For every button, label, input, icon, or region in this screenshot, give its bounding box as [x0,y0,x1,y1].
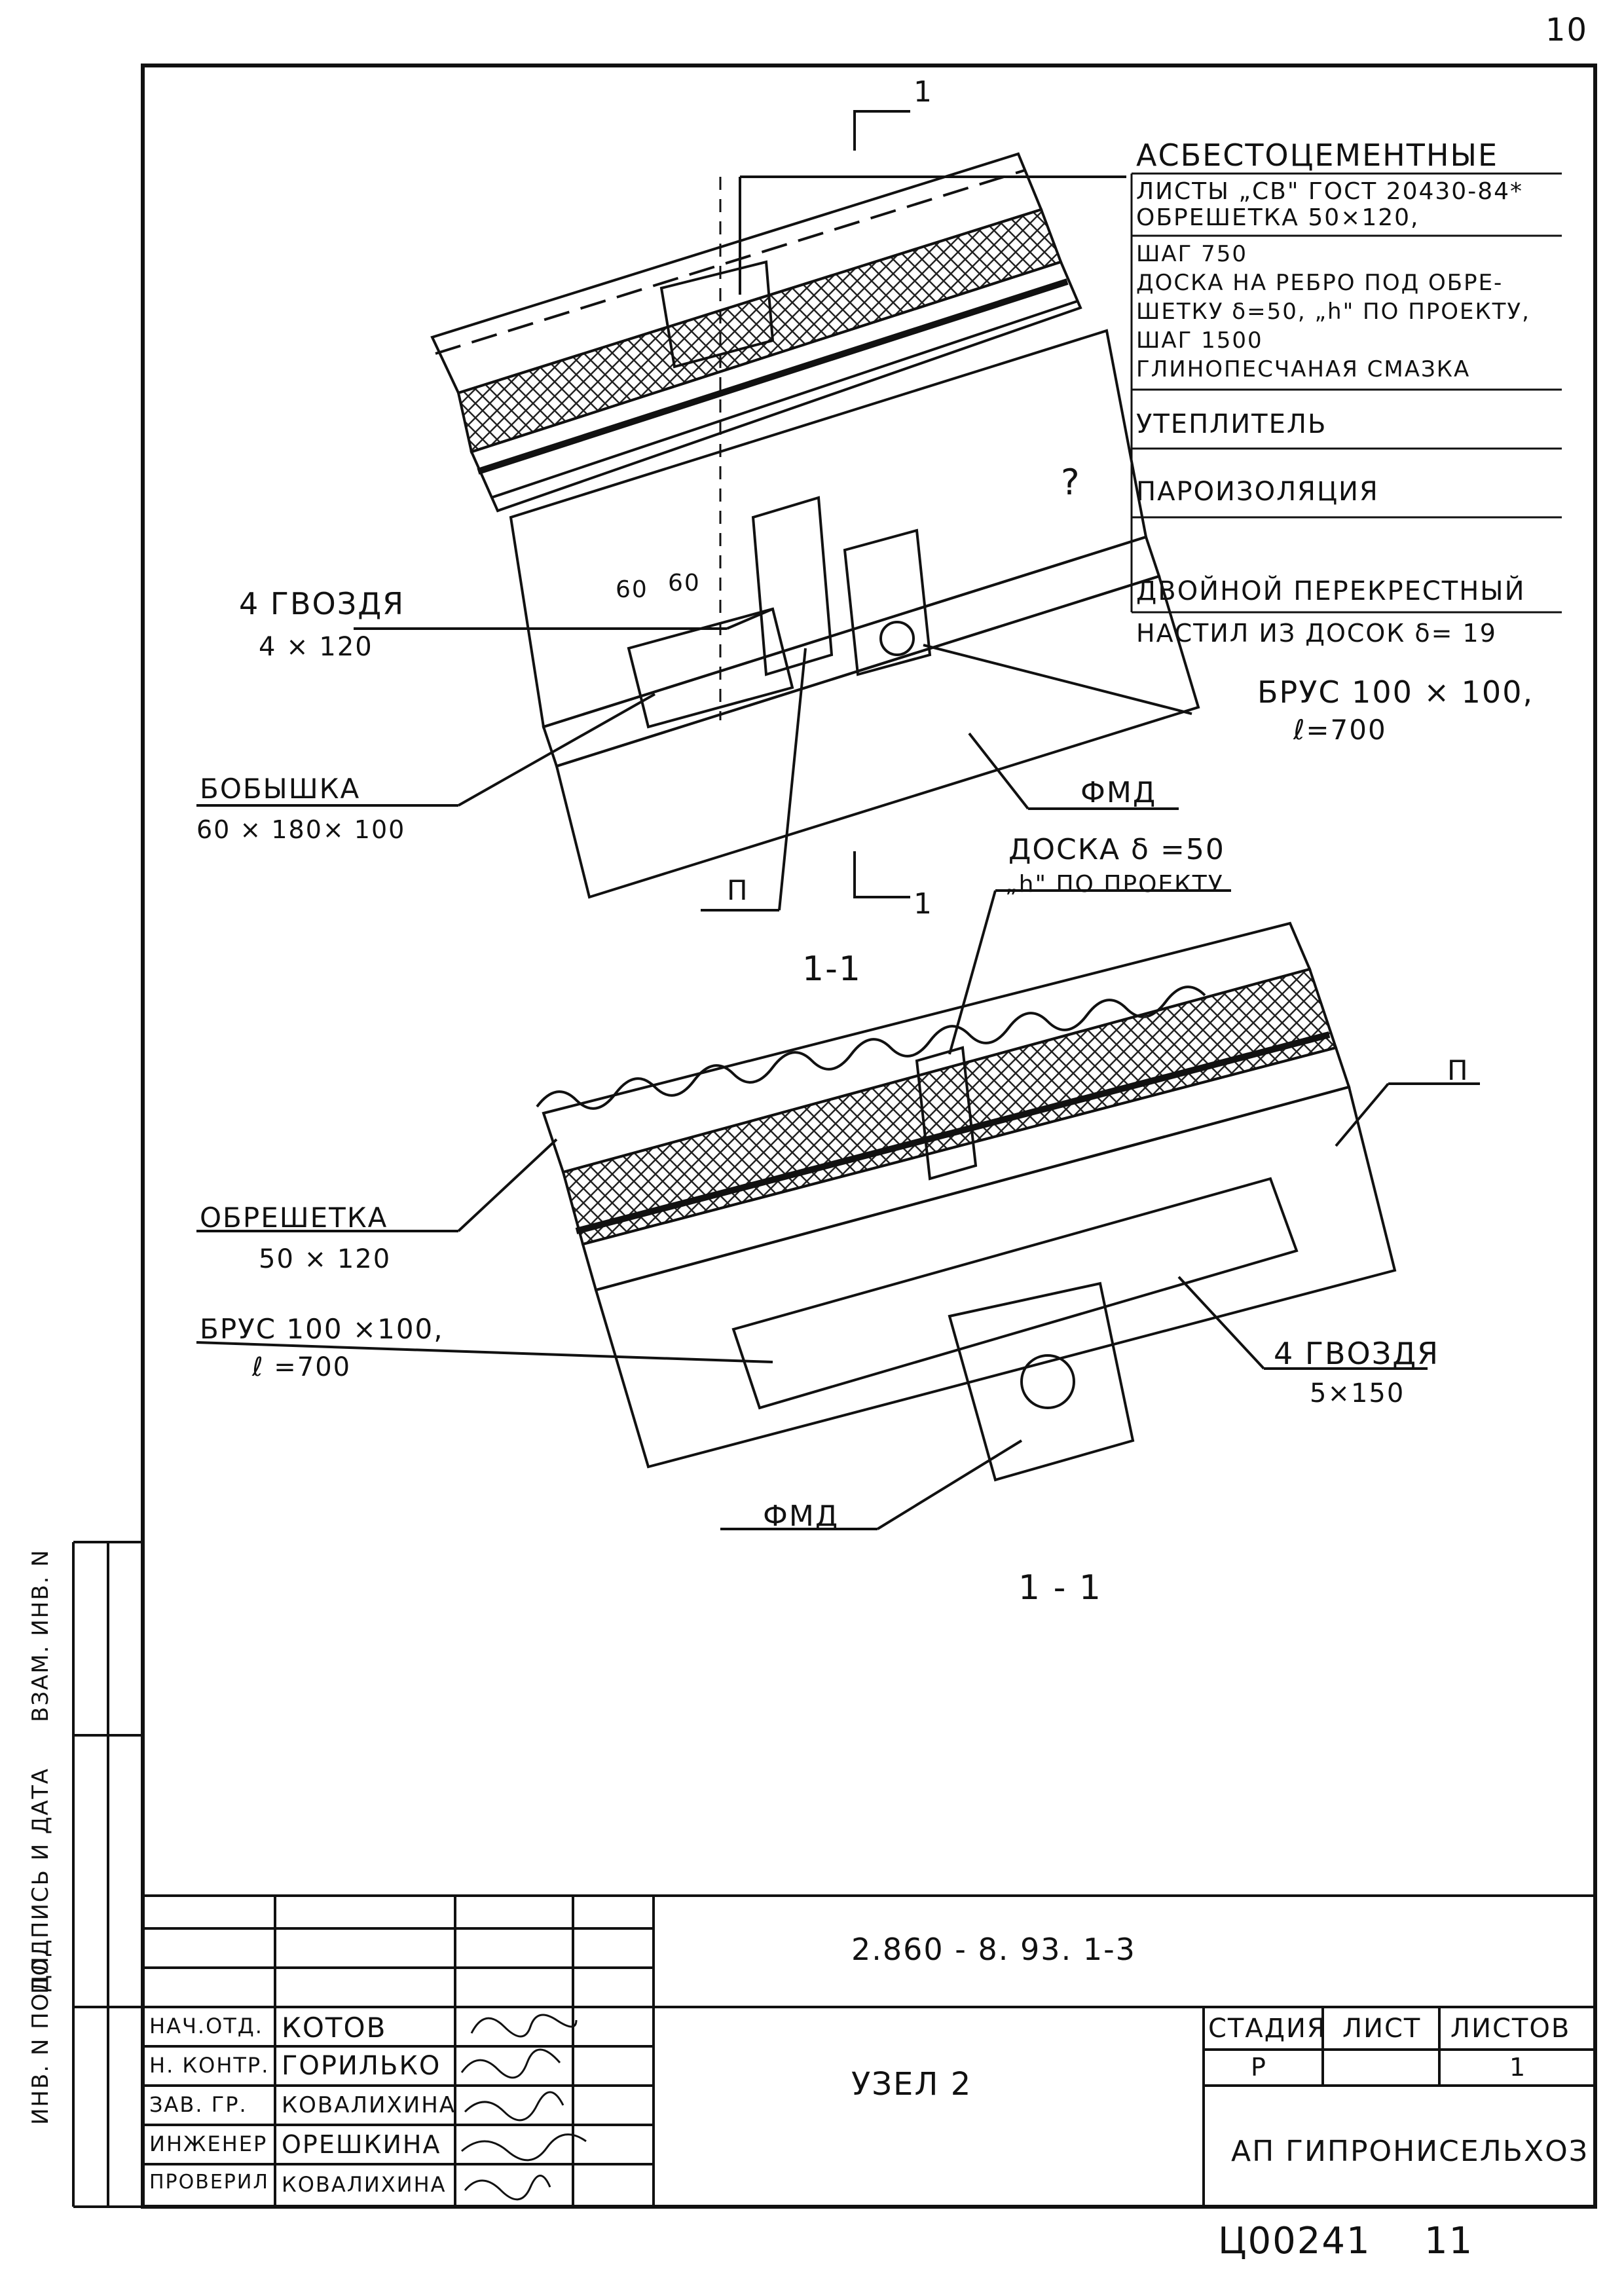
node-title: УЗЕЛ 2 [851,2066,972,2103]
section-mark-top: 1 [913,75,933,109]
signature-1 [470,2014,578,2038]
sheet-frame [141,64,1597,2209]
signature-3 [464,2091,564,2122]
name-4: ОРЕШКИНА [282,2130,441,2159]
section-mark-bottom: 1 [913,887,933,921]
boss-label: БОБЫШКА [200,773,361,805]
dim-a: 60 [616,576,648,603]
name-5: КОВАЛИХИНА [282,2172,447,2197]
doc-code: 2.860 - 8. 93. 1-3 [851,1932,1136,1967]
role-5: ПРОВЕРИЛ [149,2171,269,2194]
title-block-grid [143,1894,1595,2207]
sheets-value: 1 [1509,2053,1527,2082]
boss-size: 60 × 180× 100 [196,815,406,844]
sheet-header: ЛИСТ [1342,2014,1422,2044]
signature-2 [460,2048,561,2079]
spec-line-1: ЛИСТЫ „СВ" ГОСТ 20430-84* [1136,178,1524,205]
section-title-lower: 1 - 1 [1018,1568,1102,1608]
beam-label-top: БРУС 100 × 100, [1257,674,1534,710]
fmd-label-top: ФМД [1080,776,1157,809]
dim-b: 60 [668,570,701,597]
sheet-number: 10 [1545,12,1589,48]
fmd-label-section: ФМД [763,1500,840,1533]
p-label-section: П [1447,1054,1469,1086]
board-note: „h" ПО ПРОЕКТУ [1005,871,1224,898]
board-label: ДОСКА δ =50 [1008,833,1225,866]
signature-5 [464,2175,551,2201]
spec-title: АСБЕСТОЦЕМЕНТНЫЕ [1136,138,1499,173]
archive-sheet: 11 [1424,2220,1474,2262]
side-stamp-frame [72,1541,143,2208]
name-1: КОТОВ [282,2012,387,2044]
section-1-1 [196,889,1480,1530]
section-title-upper: 1-1 [802,949,862,989]
beam-len-section: ℓ =700 [252,1352,352,1382]
p-label-top: П [727,874,749,906]
org-name: АП ГИПРОНИСЕЛЬХОЗ [1231,2135,1589,2168]
archive-code: Ц00241 [1218,2220,1371,2262]
spec-line-7: ГЛИНОПЕСЧАНАЯ СМАЗКА [1136,356,1471,382]
role-4: ИНЖЕНЕР [149,2131,268,2156]
spec-line-5: ШЕТКУ δ=50, „h" ПО ПРОЕКТУ, [1136,299,1530,325]
spec-line-10: ДВОЙНОЙ ПЕРЕКРЕСТНЫЙ [1136,576,1526,606]
sheets-header: ЛИСТОВ [1450,2014,1571,2044]
role-1: НАЧ.ОТД. [149,2014,263,2038]
nails-size-top: 4 × 120 [259,632,373,662]
stage-header: СТАДИЯ [1208,2014,1327,2044]
spec-line-9: ПАРОИЗОЛЯЦИЯ [1136,477,1379,507]
spec-line-3: ШАГ 750 [1136,241,1248,267]
name-2: ГОРИЛЬКО [282,2051,441,2081]
signature-4 [461,2133,587,2162]
lath-label: ОБРЕШЕТКА [200,1202,388,1234]
spec-line-2: ОБРЕШЕТКА 50×120, [1136,204,1420,231]
nails-label-top: 4 ГВОЗДЯ [239,586,405,621]
beam-len-top: ℓ=700 [1293,714,1387,746]
nails-label-section: 4 ГВОЗДЯ [1274,1336,1440,1371]
spec-line-11: НАСТИЛ ИЗ ДОСОК δ= 19 [1136,619,1497,648]
role-2: Н. КОНТР. [149,2053,270,2078]
break-mark: ? [1061,462,1081,503]
name-3: КОВАЛИХИНА [282,2092,456,2118]
stage-value: Р [1251,2053,1267,2082]
spec-line-8: УТЕПЛИТЕЛЬ [1136,409,1327,439]
beam-label-section: БРУС 100 ×100, [200,1313,444,1345]
spec-line-6: ШАГ 1500 [1136,327,1263,354]
spec-underlines [1130,172,1562,614]
role-3: ЗАВ. ГР. [149,2092,248,2117]
upper-detail [196,110,1200,912]
spec-line-4: ДОСКА НА РЕБРО ПОД ОБРЕ- [1136,270,1504,296]
lath-size: 50 × 120 [259,1244,392,1274]
nails-size-section: 5×150 [1310,1378,1405,1409]
